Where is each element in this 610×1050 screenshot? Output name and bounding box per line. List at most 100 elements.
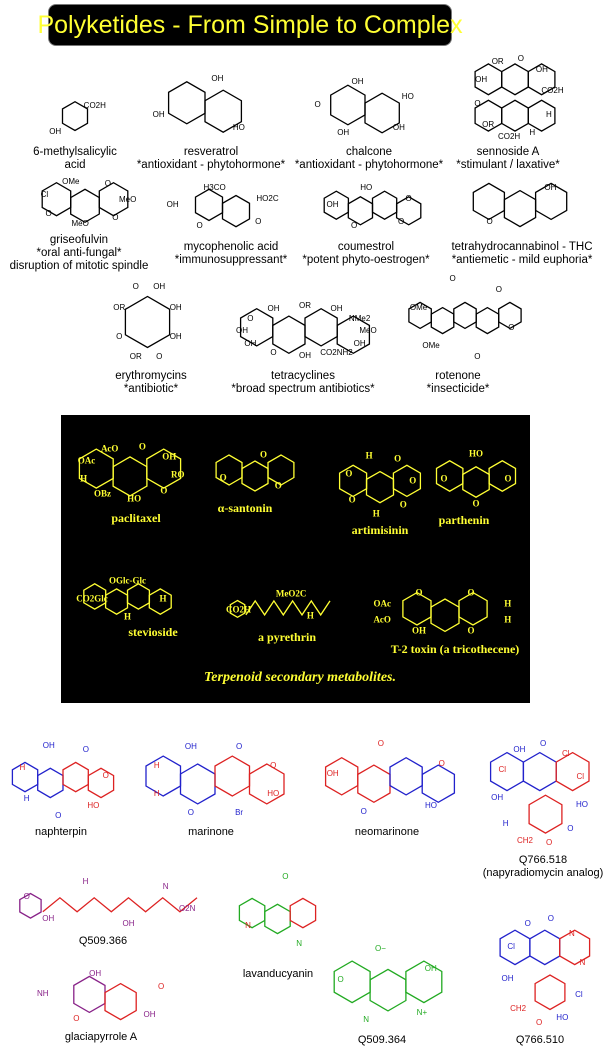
atom-label: O	[405, 193, 412, 203]
atom-label: MeO	[119, 195, 137, 205]
atom-label: H	[23, 794, 30, 804]
ring-bond	[98, 181, 129, 217]
atom-label: AcO	[373, 614, 391, 625]
atom-label: OH	[89, 969, 102, 979]
atom-label: OR	[482, 120, 495, 130]
atom-label: RO	[171, 469, 185, 480]
ring-bond	[458, 591, 488, 626]
atom-label: N	[162, 882, 169, 892]
atom-label: OH	[244, 338, 257, 348]
ring-bond	[267, 454, 295, 486]
atom-label: O	[467, 625, 475, 636]
atom-label: OH	[153, 281, 166, 291]
atom-label: OH	[424, 963, 437, 973]
atom-label: O	[350, 220, 358, 230]
atom-label: CH2	[510, 1003, 527, 1013]
atom-label: CO2NH2	[320, 347, 353, 357]
atom-label: O	[486, 217, 493, 226]
ring-bond	[289, 897, 317, 929]
structure-drawing	[238, 897, 317, 935]
atom-label: OH	[392, 123, 405, 133]
atom-label: NMe2	[348, 313, 371, 323]
atom-label: Cl	[498, 765, 507, 774]
atom-label: OH	[267, 304, 280, 314]
atom-label: O	[157, 982, 165, 992]
atom-label: O	[55, 810, 62, 820]
compound-name: neomarinone	[354, 826, 420, 838]
ring-bond	[83, 583, 107, 610]
atom-label: N	[569, 928, 575, 938]
atom-label: OH	[169, 302, 182, 312]
ring-bond	[421, 764, 456, 804]
compound-name: α-santonin	[217, 501, 273, 515]
atom-label: HO	[556, 1013, 569, 1023]
ring-bond	[365, 470, 395, 504]
atom-label: OH	[162, 451, 177, 462]
ring-bond	[453, 301, 477, 330]
compound-note: *immunosuppressant*	[174, 254, 288, 266]
atom-label: OH	[42, 741, 55, 750]
ring-bond	[405, 960, 443, 1004]
ring-bond	[41, 181, 72, 217]
compound-note: *antioxidant - phytohormone*	[136, 159, 286, 171]
ring-bond	[369, 968, 407, 1012]
atom-label: HO	[360, 183, 373, 193]
compound-name: stevioside	[128, 625, 178, 639]
atom-label: O	[472, 498, 480, 509]
compound-label: naphterpin	[35, 826, 87, 839]
ring-bond	[534, 974, 566, 1011]
ring-bond	[112, 456, 148, 497]
atom-label: O	[160, 485, 168, 496]
ring-bond	[272, 315, 306, 355]
atom-label: O	[255, 217, 262, 227]
ring-bond	[229, 599, 246, 619]
atom-label: O	[438, 758, 445, 768]
ring-bond	[204, 89, 243, 133]
compound-note: *broad spectrum antibiotics*	[231, 383, 375, 395]
atom-label: OH	[513, 745, 526, 755]
atom-label: OAc	[373, 598, 391, 609]
atom-label: HO	[425, 800, 437, 810]
compound-label: coumestrol*potent phyto-oestrogen*	[302, 241, 429, 267]
atom-label: OH	[326, 769, 339, 779]
ring-bond	[559, 929, 591, 966]
atom-label: NH	[37, 989, 49, 999]
compound-label: Q766.518(napyradiomycin analog)	[483, 854, 603, 880]
atom-label: O	[270, 347, 277, 357]
atom-label: H	[306, 610, 314, 621]
compound-name: tetrahydrocannabinol - THC	[451, 241, 593, 253]
atom-label: H	[19, 763, 26, 773]
atom-label: H	[529, 127, 536, 137]
ring-bond	[430, 598, 460, 633]
atom-label: OH	[351, 77, 364, 87]
compound-label: griseofulvin*oral anti-fungal*disruption…	[10, 234, 149, 273]
atom-label: Cl	[40, 190, 49, 200]
compound-label: sennoside A*stimulant / laxative*	[456, 146, 560, 172]
atom-label: HO	[267, 788, 280, 798]
ring-bond	[104, 588, 129, 615]
compound-note: *potent phyto-oestrogen*	[302, 254, 430, 266]
ring-bond	[194, 188, 224, 222]
ring-bond	[430, 306, 455, 335]
atom-label: HO	[401, 91, 414, 101]
atom-label: N+	[416, 1007, 428, 1017]
ring-bond	[37, 767, 64, 799]
compound-name: sennoside A	[476, 146, 540, 158]
structure-drawing	[61, 100, 89, 132]
ring-bond	[488, 460, 517, 492]
atom-label: HO	[576, 799, 588, 809]
structure-drawing	[11, 761, 115, 799]
atom-label: OH	[169, 331, 182, 341]
atom-label: H3CO	[203, 183, 226, 193]
atom-label: O	[104, 179, 112, 189]
compound-label: T-2 toxin (a tricothecene)	[391, 643, 520, 656]
